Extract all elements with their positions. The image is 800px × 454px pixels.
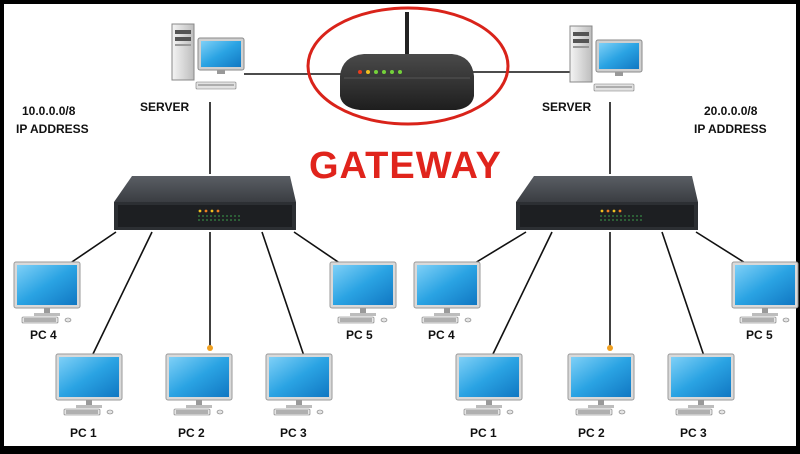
pc-label: PC 5: [746, 328, 773, 342]
cables: [65, 71, 751, 357]
left-switch-pc3-cable: [261, 231, 305, 357]
server-label: SERVER: [542, 100, 592, 114]
network-address: 20.0.0.0/8: [704, 104, 758, 118]
network-switch-icon: [113, 175, 297, 231]
pc-monitor-icon: [455, 353, 523, 416]
pc-monitor-icon: [165, 353, 233, 416]
pc-label: PC 1: [70, 426, 97, 440]
gateway-label: GATEWAY: [309, 145, 502, 187]
server-tower-icon: [569, 25, 643, 92]
right-switch-pc5-cable: [695, 231, 751, 267]
pc-label: PC 4: [428, 328, 455, 342]
network-switch-icon: [515, 175, 699, 231]
pc-monitor-icon: [329, 261, 397, 324]
left-switch-pc4-cable: [65, 231, 117, 267]
server-label: SERVER: [140, 100, 190, 114]
ip-address-label: IP ADDRESS: [694, 122, 767, 136]
pc-label: PC 5: [346, 328, 373, 342]
server-tower-icon: [171, 23, 245, 90]
left-switch-pc5-cable: [293, 231, 345, 267]
pc-monitor-icon: [265, 353, 333, 416]
right-switch-pc1-cable: [491, 231, 553, 357]
ip-address-label: IP ADDRESS: [16, 122, 89, 136]
pc-label: PC 3: [280, 426, 307, 440]
pc-monitor-icon: [55, 353, 123, 416]
pc-label: PC 2: [178, 426, 205, 440]
right-switch-pc3-cable: [661, 231, 705, 357]
pc-monitor-icon: [667, 353, 735, 416]
right-switch-pc4-cable: [469, 231, 527, 267]
pc-label: PC 4: [30, 328, 57, 342]
gateway-highlight-ring: [306, 6, 510, 126]
network-address: 10.0.0.0/8: [22, 104, 76, 118]
left-switch-pc1-cable: [91, 231, 153, 357]
router-icon: [340, 12, 474, 110]
diagram-canvas: [13, 6, 799, 416]
pc-monitor-icon: [567, 353, 635, 416]
pc-label: PC 2: [578, 426, 605, 440]
pc-label: PC 1: [470, 426, 497, 440]
pc-label: PC 3: [680, 426, 707, 440]
pc-monitor-icon: [413, 261, 481, 324]
pc-monitor-icon: [731, 261, 799, 324]
pc-monitor-icon: [13, 261, 81, 324]
